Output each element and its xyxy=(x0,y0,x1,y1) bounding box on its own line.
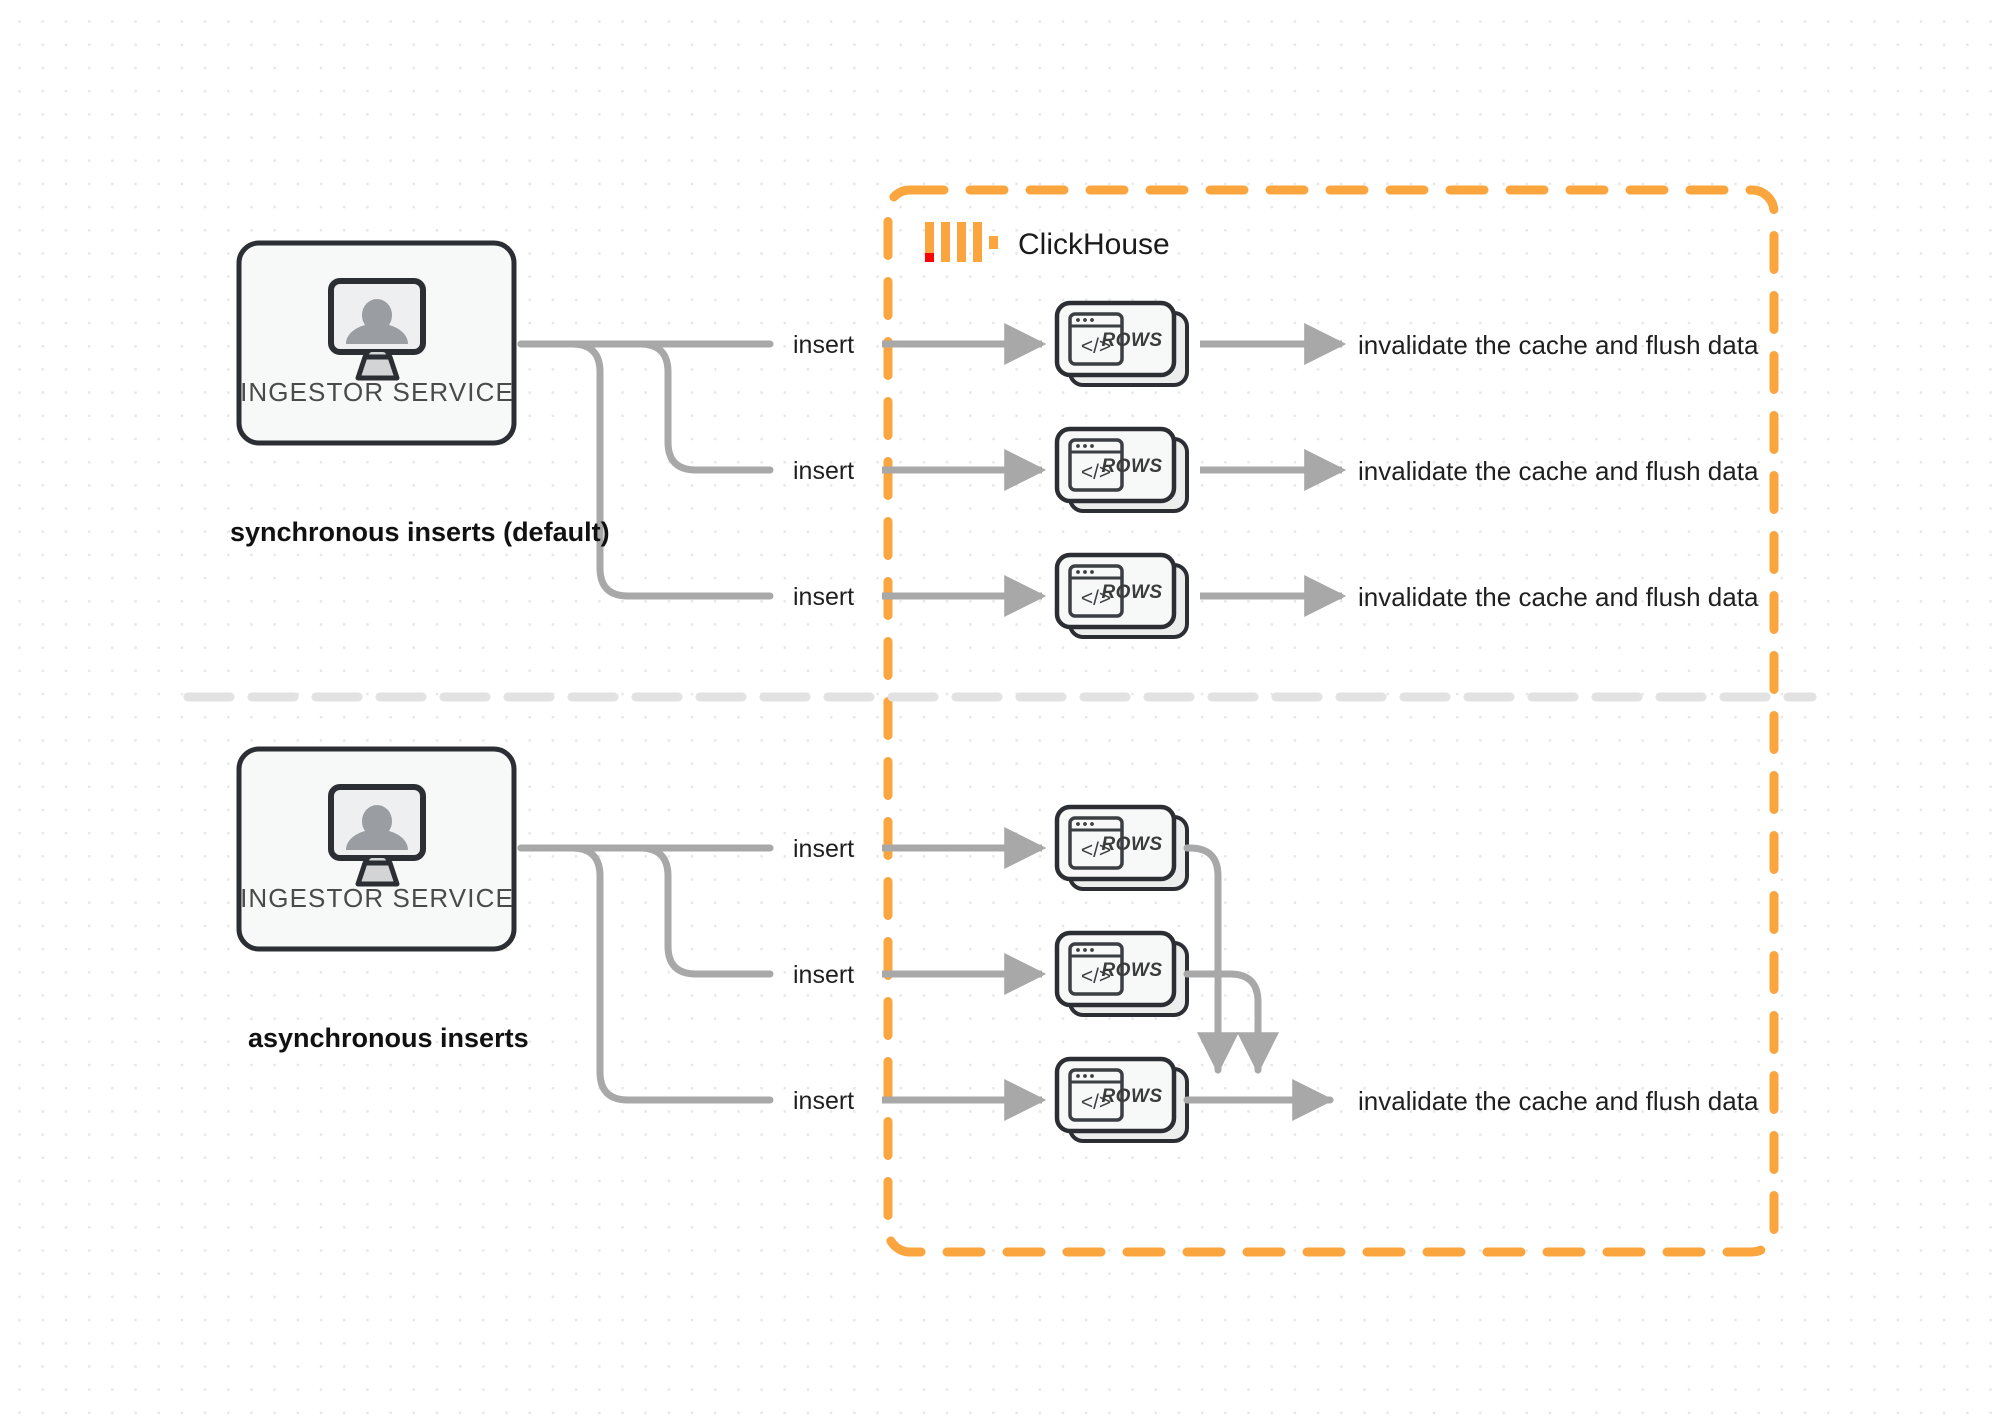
edge-label-insert: insert xyxy=(793,961,854,989)
async-insert-arrows xyxy=(882,827,1047,1121)
svg-text:</>: </> xyxy=(1081,461,1111,484)
code-window-icon: </> xyxy=(1068,942,1124,996)
rows-card[interactable]: </> ROWS xyxy=(1054,930,1189,1017)
code-window-icon: </> xyxy=(1068,816,1124,870)
clickhouse-boundary-outline xyxy=(883,185,1779,1257)
ingestor-service-node[interactable]: INGESTOR SERVICE xyxy=(236,240,517,446)
edge-label-insert: insert xyxy=(793,331,854,359)
monitor-user-icon xyxy=(328,784,426,887)
rows-card[interactable]: </> ROWS xyxy=(1054,552,1189,639)
code-window-icon: </> xyxy=(1068,1068,1124,1122)
svg-text:</>: </> xyxy=(1081,965,1111,988)
async-merge-connectors xyxy=(1183,844,1335,1121)
rows-card[interactable]: </> ROWS xyxy=(1054,426,1189,513)
clickhouse-logo xyxy=(925,222,998,262)
rows-card-label: ROWS xyxy=(1101,582,1162,603)
svg-text:</>: </> xyxy=(1081,587,1111,610)
rows-card-label: ROWS xyxy=(1101,1086,1162,1107)
rows-card-label: ROWS xyxy=(1101,960,1162,981)
code-window-icon: </> xyxy=(1068,438,1124,492)
section-caption: synchronous inserts (default) xyxy=(230,517,610,547)
clickhouse-wordmark: ClickHouse xyxy=(1018,228,1170,261)
output-label-flush: invalidate the cache and flush data xyxy=(1358,456,1759,486)
output-label-flush: invalidate the cache and flush data xyxy=(1358,582,1759,612)
rows-card-label: ROWS xyxy=(1101,330,1162,351)
clickhouse-logo-red-dot xyxy=(925,253,934,262)
edge-label-insert: insert xyxy=(793,1087,854,1115)
clickhouse-boundary xyxy=(883,185,1779,1257)
section-caption: asynchronous inserts xyxy=(248,1023,529,1053)
ingestor-service-label: INGESTOR SERVICE xyxy=(240,883,514,913)
edge-label-insert: insert xyxy=(793,457,854,485)
sync-fanout-connectors xyxy=(517,340,774,600)
rows-card[interactable]: </> ROWS xyxy=(1054,300,1189,387)
rows-card[interactable]: </> ROWS xyxy=(1054,1056,1189,1143)
output-label-flush: invalidate the cache and flush data xyxy=(1358,330,1759,360)
monitor-user-icon xyxy=(328,278,426,381)
rows-card-label: ROWS xyxy=(1101,834,1162,855)
rows-card-label: ROWS xyxy=(1101,456,1162,477)
code-window-icon: </> xyxy=(1068,564,1124,618)
edge-label-insert: insert xyxy=(793,835,854,863)
code-window-icon: </> xyxy=(1068,312,1124,366)
ingestor-service-label: INGESTOR SERVICE xyxy=(240,377,514,407)
svg-text:</>: </> xyxy=(1081,839,1111,862)
sync-insert-arrows xyxy=(882,323,1047,617)
output-label-flush: invalidate the cache and flush data xyxy=(1358,1086,1759,1116)
svg-text:</>: </> xyxy=(1081,335,1111,358)
async-fanout-connectors xyxy=(517,844,774,1104)
ingestor-service-node[interactable]: INGESTOR SERVICE xyxy=(236,746,517,952)
sync-flush-arrows xyxy=(1200,323,1347,617)
rows-card[interactable]: </> ROWS xyxy=(1054,804,1189,891)
edge-label-insert: insert xyxy=(793,583,854,611)
svg-text:</>: </> xyxy=(1081,1091,1111,1114)
